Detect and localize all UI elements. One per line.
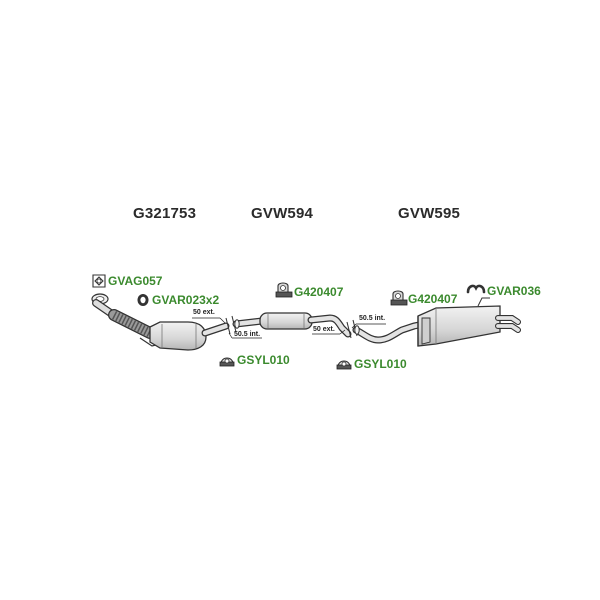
dim-marker-cat-outlet <box>192 317 226 324</box>
part-number-rear[interactable]: GVW595 <box>398 205 461 222</box>
accessory-label-hanger[interactable]: GVAR036 <box>487 284 541 298</box>
catalytic-converter-section <box>91 293 230 351</box>
accessory-label-gasket[interactable]: GVAG057 <box>108 274 163 288</box>
dim-marker-mid-inlet <box>228 332 262 339</box>
dimension-label-mid-inlet: 50.5 int. <box>234 331 261 338</box>
dim-marker-mid-outlet <box>312 329 346 335</box>
dimension-label-cat-outlet: 50 ext. <box>193 309 215 316</box>
sleeve-clamp-icon[interactable] <box>219 357 235 367</box>
u-bolt-clamp-icon[interactable] <box>390 290 408 306</box>
part-number-middle[interactable]: GVW594 <box>251 205 314 222</box>
accessory-label-sleeve-rear[interactable]: GSYL010 <box>354 357 407 371</box>
sleeve-clamp-icon[interactable] <box>336 360 352 370</box>
dim-marker-rear-inlet <box>351 323 386 329</box>
rubber-hanger-icon[interactable] <box>466 284 486 294</box>
middle-silencer-section <box>232 312 352 338</box>
dimension-label-rear-inlet: 50.5 int. <box>359 315 386 322</box>
accessory-label-sleeve-front[interactable]: GSYL010 <box>237 353 290 367</box>
accessory-label-clamp-front[interactable]: G420407 <box>294 285 344 299</box>
catalytic-converter-body <box>149 321 207 351</box>
dimension-label-mid-outlet: 50 ext. <box>313 326 335 333</box>
accessory-label-ring[interactable]: GVAR023x2 <box>152 293 220 307</box>
flexi-pipe <box>108 309 156 339</box>
accessory-label-clamp-rear[interactable]: G420407 <box>408 292 458 306</box>
part-number-front[interactable]: G321753 <box>133 205 197 222</box>
rubber-ring-icon[interactable] <box>137 294 149 306</box>
flange-gasket-icon[interactable] <box>92 274 106 288</box>
u-bolt-clamp-icon[interactable] <box>275 282 293 298</box>
rear-silencer-section <box>352 297 521 347</box>
